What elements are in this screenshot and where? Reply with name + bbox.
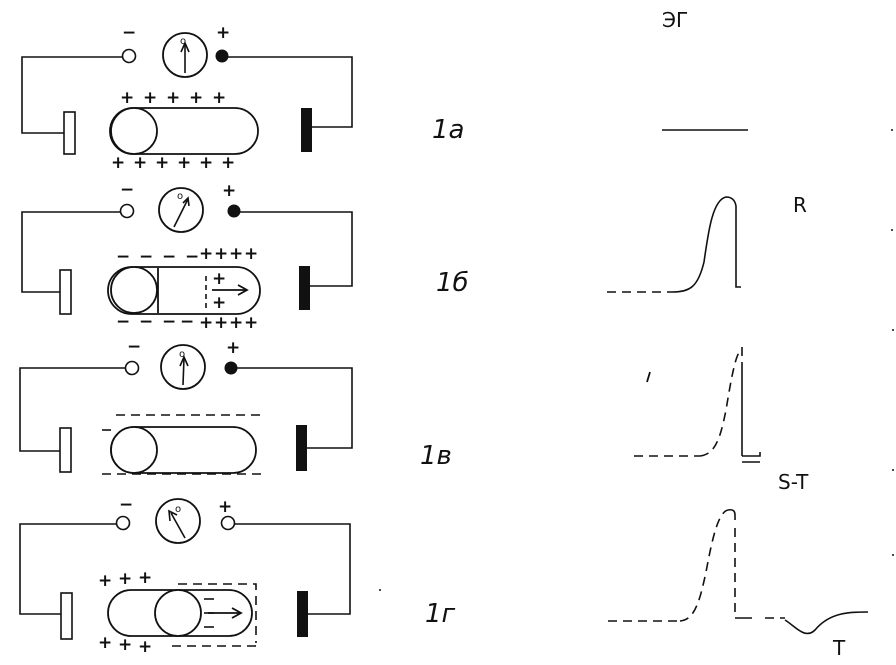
cell-fiber-icon [107, 589, 253, 637]
galvanometer-icon: о [160, 344, 206, 390]
cell-fiber-icon [107, 266, 261, 315]
cell-fiber-icon [110, 426, 257, 474]
charge-plus: + [143, 88, 157, 108]
positive-terminal-icon [215, 49, 229, 63]
charge-minus: − [180, 312, 194, 332]
electrode-left-icon [59, 427, 72, 473]
charge-plus: + [138, 568, 152, 588]
ecg-trace-1v [634, 347, 761, 463]
cell-fiber-icon [109, 107, 259, 155]
dial-zero-label: о [180, 36, 186, 47]
charge-minus: − [116, 247, 130, 267]
electrode-left-icon [63, 111, 76, 155]
charge-plus: + [111, 153, 125, 173]
charge-plus: + [120, 88, 134, 108]
electrode-right-icon [299, 266, 310, 310]
left-terminal-sign: − [127, 337, 141, 357]
circuit-row-1a: − + о + + + + + + + + + + + 1а [21, 23, 748, 173]
charge-plus: + [212, 269, 226, 289]
dial-zero-label: о [177, 191, 183, 202]
right-terminal-sign: + [222, 181, 236, 201]
galvanometer-icon: о [158, 187, 204, 233]
galvanometer-icon: о [155, 498, 201, 544]
electrode-right-icon [297, 591, 308, 637]
positive-terminal-icon [220, 515, 236, 531]
charge-plus: + [98, 571, 112, 591]
charge-minus: − [116, 312, 130, 332]
negative-terminal-icon [115, 515, 131, 531]
charge-minus: − [139, 312, 153, 332]
charge-minus: − [162, 247, 176, 267]
row-label: 1г [425, 599, 456, 629]
charge-plus: + [118, 635, 132, 655]
circuit-row-1v: − + о 1в S-T [19, 337, 809, 494]
charge-plus: + [199, 153, 213, 173]
charge-plus: + [199, 244, 213, 264]
circuit-row-1g: − + о + + + + + + 1г [19, 495, 869, 660]
charge-plus: + [133, 153, 147, 173]
charge-plus: + [118, 569, 132, 589]
left-terminal-sign: − [120, 180, 134, 200]
charge-plus: + [212, 293, 226, 313]
charge-minus: − [185, 247, 199, 267]
charge-plus: + [214, 313, 228, 333]
ecg-t-label: T [832, 636, 846, 660]
charge-plus: + [155, 153, 169, 173]
left-terminal-sign: − [122, 23, 136, 43]
charge-minus: − [162, 312, 176, 332]
charge-plus: + [221, 153, 235, 173]
dial-zero-label: о [179, 349, 185, 360]
row-label: 1в [420, 441, 452, 471]
charge-plus: + [166, 88, 180, 108]
ecg-trace-1g [608, 508, 869, 635]
charge-plus: + [244, 313, 258, 333]
negative-charge-line-top [178, 583, 257, 643]
left-terminal-sign: − [119, 495, 133, 515]
negative-terminal-icon [119, 203, 135, 219]
right-terminal-sign: + [218, 497, 232, 517]
charge-plus: + [189, 88, 203, 108]
electrode-right-icon [301, 108, 312, 152]
ecg-st-label: S-T [778, 470, 809, 494]
circuit-row-1b: − + о − − − − + + + + + + [21, 180, 807, 333]
positive-terminal-icon [227, 204, 241, 218]
charge-plus: + [229, 244, 243, 264]
charge-plus: + [244, 244, 258, 264]
negative-terminal-icon [121, 48, 137, 64]
positive-terminal-icon [224, 361, 238, 375]
row-label: 1а [432, 115, 464, 145]
electrode-left-icon [60, 592, 73, 640]
charge-plus: + [98, 633, 112, 653]
ecg-trace-1b [607, 196, 741, 293]
charge-plus: + [199, 313, 213, 333]
electrode-left-icon [59, 269, 72, 315]
charge-plus: + [229, 313, 243, 333]
ecg-r-label: R [793, 193, 807, 217]
charge-plus: + [177, 153, 191, 173]
scan-specks [379, 129, 894, 591]
charge-plus: + [212, 88, 226, 108]
right-terminal-sign: + [226, 338, 240, 358]
negative-terminal-icon [124, 360, 140, 376]
dial-zero-label: о [175, 504, 181, 515]
charge-plus: + [138, 637, 152, 657]
charge-minus: − [139, 247, 153, 267]
electrode-right-icon [296, 425, 307, 471]
ecg-title: ЭГ [662, 8, 688, 32]
charge-plus: + [214, 244, 228, 264]
row-label: 1б [436, 268, 469, 298]
right-terminal-sign: + [216, 23, 230, 43]
galvanometer-icon: о [162, 32, 208, 78]
